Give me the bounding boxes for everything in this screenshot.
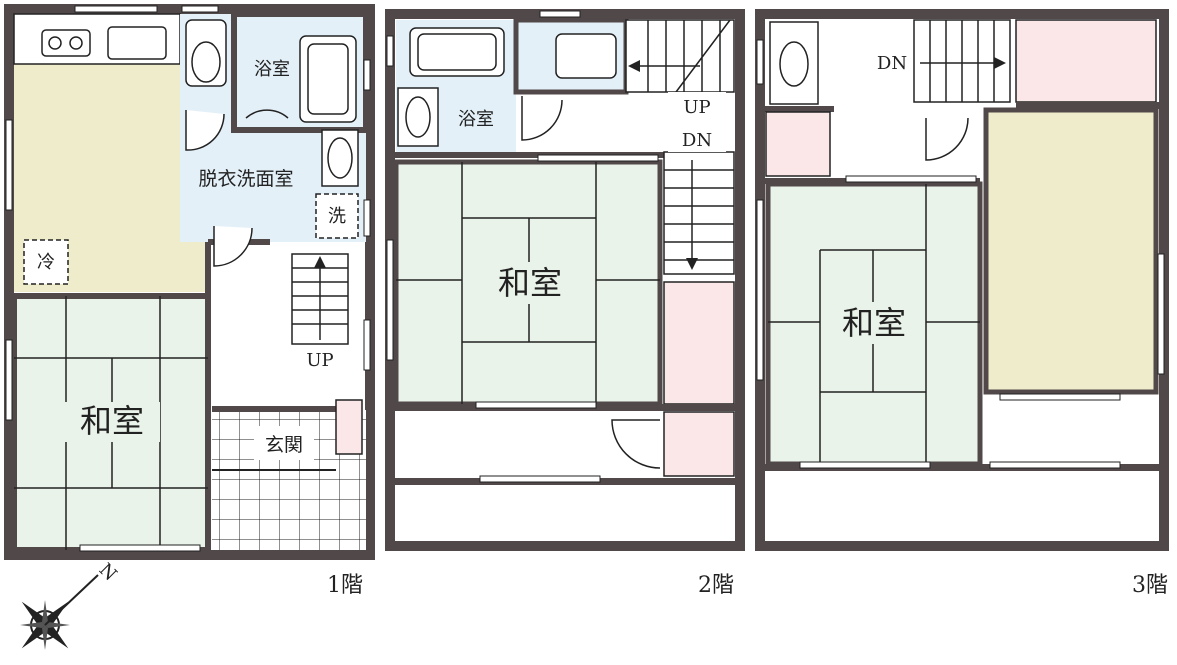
floor-2: 浴室 UP DN 和室 2階	[385, 9, 745, 598]
closet-3f-top	[1015, 19, 1157, 103]
toilet-icon-2f	[555, 33, 617, 79]
compass-north-label: N	[95, 559, 121, 585]
washitsu-label-2f: 和室	[498, 264, 562, 302]
balcony-2f	[396, 486, 734, 540]
western-room-3f	[983, 107, 1159, 395]
stairs-2f	[625, 19, 735, 93]
entrance-label: 玄関	[265, 434, 303, 456]
balcony-3f	[766, 472, 1156, 540]
storage-3f	[986, 398, 1156, 464]
bathtub-icon-2f	[409, 27, 505, 77]
floor-label-1f: 1階	[327, 573, 363, 598]
sink-icon	[107, 26, 167, 60]
stairs-up-label-2f: UP	[683, 97, 710, 118]
floor-label-3f: 3階	[1132, 573, 1168, 598]
washitsu-label-3f: 和室	[842, 304, 906, 342]
closet-3f-left	[765, 111, 831, 177]
fridge-space	[23, 239, 69, 285]
bath-label-1f: 浴室	[254, 59, 290, 80]
washitsu-label-1f: 和室	[80, 402, 144, 440]
floor-1: 冷 浴室 洗 脱衣洗面室 UP 和室 玄関	[4, 4, 375, 598]
shoe-closet	[335, 399, 363, 455]
stairs-dn-label-3f: DN	[877, 53, 907, 74]
closet-2f	[663, 281, 735, 405]
washer-label: 洗	[328, 206, 346, 227]
toilet-icon-3f	[769, 21, 819, 105]
bath-label-2f: 浴室	[458, 109, 494, 130]
bathtub-icon	[299, 35, 357, 123]
floor-label-2f: 2階	[698, 573, 734, 598]
compass-icon: N	[20, 559, 121, 650]
dressing-room-label: 脱衣洗面室	[198, 168, 293, 190]
floor-3: DN 和室 3階	[755, 9, 1169, 598]
stairs-dn-label-2f: DN	[682, 130, 712, 151]
stairs-up-label-1f: UP	[306, 350, 333, 371]
fridge-label: 冷	[37, 252, 55, 273]
washer-space	[315, 193, 359, 239]
